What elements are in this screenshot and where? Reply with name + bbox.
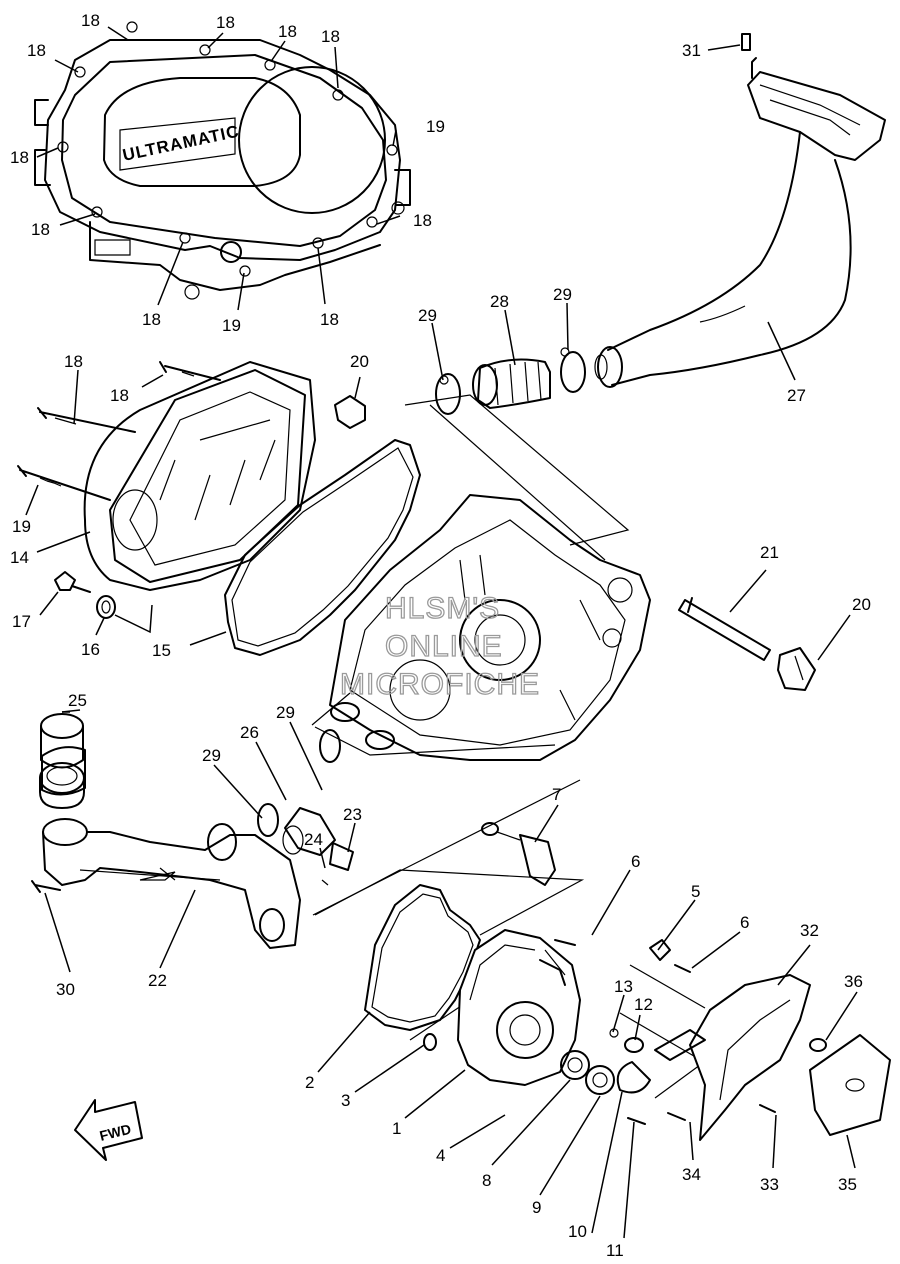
fwd-arrow-icon: FWD bbox=[74, 1099, 143, 1161]
callout-4: 4 bbox=[436, 1146, 445, 1165]
callout-29: 29 bbox=[202, 746, 221, 765]
callout-15: 15 bbox=[152, 641, 171, 660]
callout-29: 29 bbox=[276, 703, 295, 722]
assembly-guide-lines bbox=[311, 394, 736, 1099]
callout-22: 22 bbox=[148, 971, 167, 990]
callout-19: 19 bbox=[426, 117, 445, 136]
callout-34: 34 bbox=[682, 1165, 701, 1184]
callout-31: 31 bbox=[682, 41, 701, 60]
callout-18: 18 bbox=[110, 386, 129, 405]
callout-35: 35 bbox=[838, 1175, 857, 1194]
callout-18: 18 bbox=[278, 22, 297, 41]
callout-21: 21 bbox=[760, 543, 779, 562]
joint-and-clamps-lower bbox=[40, 713, 354, 886]
callout-10: 10 bbox=[568, 1222, 587, 1241]
callout-13: 13 bbox=[614, 977, 633, 996]
callout-18: 18 bbox=[27, 41, 46, 60]
callout-14: 14 bbox=[10, 548, 29, 567]
callout-5: 5 bbox=[691, 882, 700, 901]
callout-19: 19 bbox=[222, 316, 241, 335]
callout-1: 1 bbox=[392, 1119, 401, 1138]
callout-18: 18 bbox=[320, 310, 339, 329]
cable-guide-bracket bbox=[481, 822, 556, 886]
watermark-line-2: ONLINE bbox=[385, 630, 503, 663]
joint-and-clamps-upper bbox=[435, 347, 586, 415]
callout-20: 20 bbox=[350, 352, 369, 371]
callout-18: 18 bbox=[413, 211, 432, 230]
fwd-label: FWD bbox=[98, 1121, 133, 1144]
bearing-seal-circlip bbox=[560, 1028, 651, 1125]
lower-cover-gasket bbox=[364, 884, 481, 1031]
callout-36: 36 bbox=[844, 972, 863, 991]
callout-2: 2 bbox=[305, 1073, 314, 1092]
callout-19: 19 bbox=[12, 517, 31, 536]
callout-18: 18 bbox=[321, 27, 340, 46]
callout-16: 16 bbox=[81, 640, 100, 659]
callout-12: 12 bbox=[634, 995, 653, 1014]
callout-25: 25 bbox=[68, 691, 87, 710]
callout-29: 29 bbox=[553, 285, 572, 304]
cover-gasket bbox=[224, 439, 421, 656]
callout-3: 3 bbox=[341, 1091, 350, 1110]
air-duct-assembly bbox=[594, 33, 886, 388]
callout-6: 6 bbox=[631, 852, 640, 871]
callout-11: 11 bbox=[606, 1241, 624, 1260]
crankcase-cover-right bbox=[423, 929, 581, 1086]
callout-18: 18 bbox=[81, 11, 100, 30]
crankcase-center bbox=[329, 494, 651, 761]
watermark: HLSM'S ONLINE MICROFICHE bbox=[339, 591, 540, 701]
leader-lines bbox=[25, 26, 858, 1239]
callout-7: 7 bbox=[552, 785, 561, 804]
callout-33: 33 bbox=[760, 1175, 779, 1194]
callout-6: 6 bbox=[740, 913, 749, 932]
callout-20: 20 bbox=[852, 595, 871, 614]
watermark-line-3: MICROFICHE bbox=[340, 668, 540, 701]
callout-18: 18 bbox=[142, 310, 161, 329]
callout-18: 18 bbox=[216, 13, 235, 32]
callout-9: 9 bbox=[532, 1198, 541, 1217]
callout-24: 24 bbox=[304, 830, 323, 849]
callout-32: 32 bbox=[800, 921, 819, 940]
shaft-and-damper bbox=[334, 395, 816, 691]
callout-29: 29 bbox=[418, 306, 437, 325]
assembled-crankcase-cover: ULTRAMATIC bbox=[34, 21, 411, 300]
drive-belt-cover bbox=[554, 939, 891, 1141]
callout-17: 17 bbox=[12, 612, 31, 631]
callout-26: 26 bbox=[240, 723, 259, 742]
watermark-line-1: HLSM'S bbox=[385, 592, 500, 625]
callout-30: 30 bbox=[56, 980, 75, 999]
drain-plug-and-seal bbox=[54, 571, 116, 619]
callout-labels: 18 18 18 18 18 18 18 18 18 18 19 19 31 2… bbox=[10, 11, 871, 1260]
callout-18: 18 bbox=[31, 220, 50, 239]
callout-27: 27 bbox=[787, 386, 806, 405]
callout-18: 18 bbox=[64, 352, 83, 371]
callout-8: 8 bbox=[482, 1171, 491, 1190]
crankcase-cover-left bbox=[17, 361, 316, 591]
lower-intake-duct bbox=[31, 762, 301, 949]
callout-23: 23 bbox=[343, 805, 362, 824]
callout-28: 28 bbox=[490, 292, 509, 311]
callout-18: 18 bbox=[10, 148, 29, 167]
